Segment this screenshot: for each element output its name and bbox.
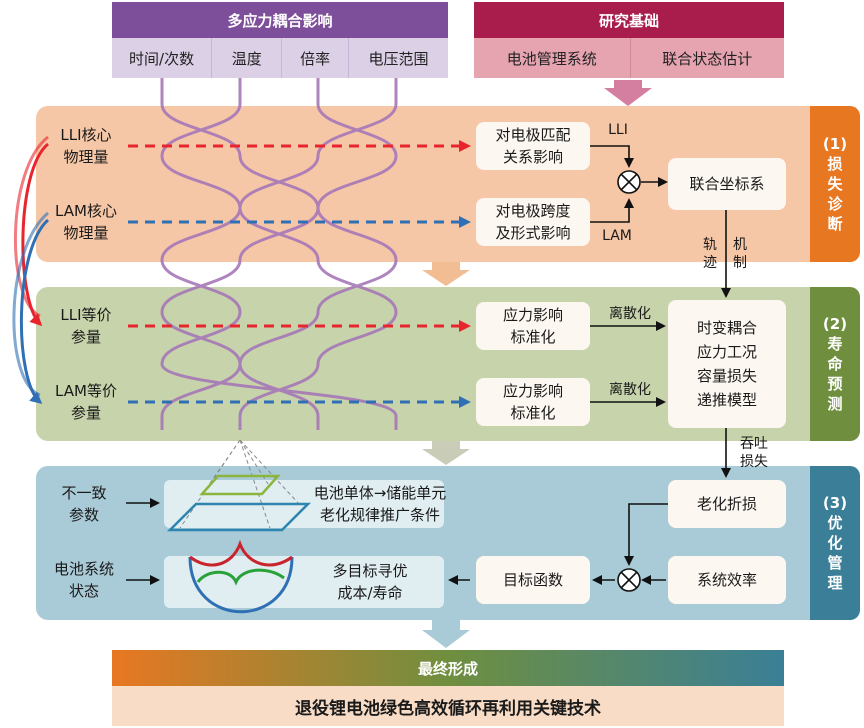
lli-tag: LLI (608, 122, 628, 138)
battery-system-state-label: 电池系统 状态 (53, 560, 114, 600)
pareto-bowl-graphic (188, 539, 294, 614)
research-tab-joint-estimation: 联合状态估计 (662, 49, 753, 68)
optimization-side-label: (3) 优 化 管 理 (810, 466, 860, 620)
joint-coordinate-box: 联合坐标系 (668, 158, 786, 210)
stress-coupling-header: 多应力耦合影响 (112, 2, 448, 38)
mechanism-label: 机 制 (733, 237, 747, 271)
stress-tab-time: 时间/次数 (112, 38, 213, 78)
research-tab-bms: 电池管理系统 (474, 38, 631, 78)
inconsistent-params-label: 不一致 参数 (61, 484, 107, 524)
lli-core-quantity-label: LLI核心 物理量 (60, 126, 112, 166)
left-transfer-arrows (12, 135, 50, 404)
stress-tabs: 时间/次数 温度 倍率 电压范围 (112, 38, 448, 78)
discretize-label-2: 离散化 (609, 382, 651, 398)
stress-tab-temperature: 温度 (212, 38, 283, 78)
band2-to-band3-arrow (422, 441, 470, 465)
band1-connectors (590, 145, 731, 298)
multiply-node-1 (617, 170, 641, 194)
track-label: 轨 迹 (703, 237, 717, 271)
stress-tab-voltage-range: 电压范围 (368, 49, 429, 68)
multi-objective-text: 多目标寻优 成本/寿命 (332, 562, 408, 602)
research-down-arrow (604, 80, 652, 106)
lli-equivalent-param-label: LLI等价 参量 (60, 306, 112, 346)
band2-connectors (590, 321, 731, 478)
electrode-span-box: 对电极跨度 及形式影响 (476, 198, 590, 246)
loss-diagnosis-side-label: (1) 损 失 诊 断 (810, 106, 860, 262)
research-basis-header: 研究基础 (474, 2, 784, 38)
band1-to-band2-arrow (422, 262, 470, 286)
multi-objective-panel (164, 556, 444, 608)
aging-discount-box: 老化折损 (668, 480, 786, 528)
cell-to-unit-generalization-text: 电池单体→储能单元 老化规律推广条件 (313, 484, 447, 524)
stress-normalization-box-2: 应力影响 标准化 (476, 378, 590, 426)
system-efficiency-box: 系统效率 (668, 556, 786, 604)
lam-equivalent-param-label: LAM等价 参量 (55, 382, 117, 422)
lam-core-quantity-label: LAM核心 物理量 (55, 202, 117, 242)
life-prediction-side-label: (2) 寿 命 预 测 (810, 287, 860, 441)
stress-normalization-box-1: 应力影响 标准化 (476, 302, 590, 350)
stress-braid (160, 78, 398, 430)
band3-to-final-arrow (422, 620, 470, 648)
discretize-label-1: 离散化 (609, 306, 651, 322)
throughput-loss-label: 吞吐 损失 (740, 436, 768, 470)
electrode-match-box: 对电极匹配 关系影响 (476, 122, 590, 170)
multiply-node-2 (617, 568, 641, 592)
lam-tag: LAM (602, 228, 632, 244)
stress-tab-rate: 倍率 (282, 38, 349, 78)
final-technology-title: 退役锂电池绿色高效循环再利用关键技术 (112, 686, 784, 726)
band3-connectors (126, 498, 668, 585)
research-tabs: 电池管理系统 联合状态估计 (474, 38, 784, 78)
recursive-capacity-loss-model-box: 时变耦合 应力工况 容量损失 递推模型 (668, 300, 786, 428)
final-formation-header: 最终形成 (112, 650, 784, 686)
objective-function-box: 目标函数 (476, 556, 590, 604)
pyramid-graphic (166, 439, 312, 532)
